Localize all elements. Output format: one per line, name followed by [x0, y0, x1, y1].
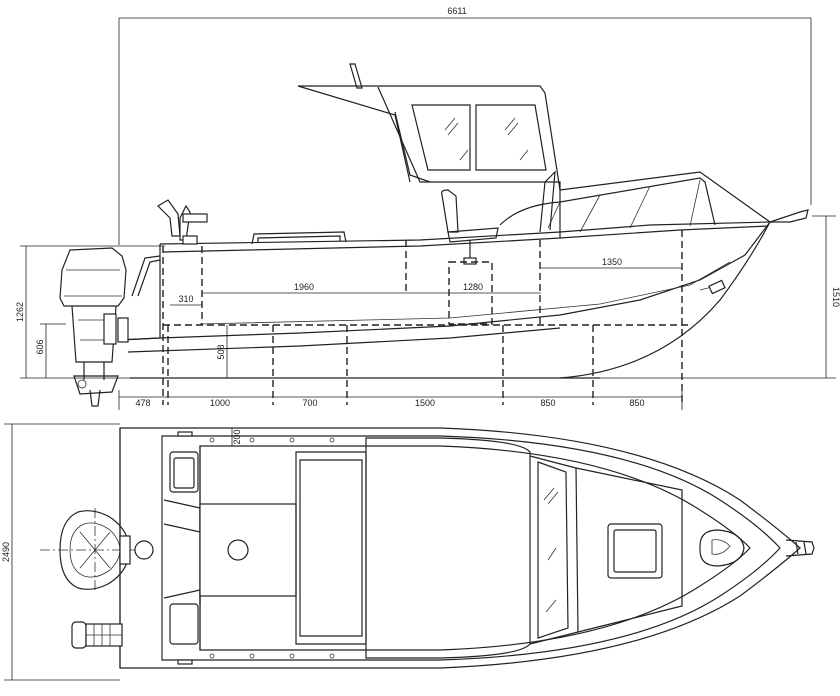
- beam-label: 2490: [1, 542, 11, 562]
- bottom-dim-4: 1500: [415, 398, 435, 408]
- plan-view: 2490 200: [1, 423, 815, 681]
- outboard-motor-plan: [40, 508, 154, 592]
- deck-details-plan: 200: [163, 428, 683, 665]
- overall-height-dimension: 1510: [600, 215, 840, 379]
- hull-side: [119, 209, 809, 379]
- internal-dimensions: 310 1960 1280 1350 508: [170, 257, 682, 378]
- side-view: 6611 1510 1262 606: [15, 6, 840, 410]
- dim-310: 310: [178, 294, 193, 304]
- motor-lower-label: 606: [35, 339, 45, 354]
- overall-height-label: 1510: [831, 287, 840, 307]
- outboard-motor-side: [59, 247, 129, 407]
- cabin-side: [297, 63, 771, 238]
- helm-seat: [441, 189, 499, 265]
- bottom-dim-1: 478: [135, 398, 150, 408]
- bottom-dim-5: 850: [540, 398, 555, 408]
- internal-arrangement: [162, 230, 690, 405]
- overall-length-label: 6611: [447, 6, 466, 16]
- bulkhead-offset-label: 200: [232, 429, 242, 444]
- dim-1350: 1350: [602, 257, 622, 267]
- boarding-ladder: [71, 621, 123, 649]
- bottom-dim-6: 850: [629, 398, 644, 408]
- dim-1960: 1960: [294, 282, 314, 292]
- beam-dimension: 2490: [1, 423, 120, 681]
- dim-1280: 1280: [463, 282, 483, 292]
- dim-508: 508: [216, 344, 226, 359]
- overall-length-dimension: 6611: [118, 6, 812, 245]
- bottom-dim-3: 700: [302, 398, 317, 408]
- motor-height-label: 1262: [15, 302, 25, 322]
- gunwale-fittings: [177, 431, 335, 665]
- bottom-dimension-chain: 478 1000 700 1500 850 850: [118, 390, 683, 410]
- bottom-dim-2: 1000: [210, 398, 230, 408]
- deck-fittings: [131, 199, 347, 297]
